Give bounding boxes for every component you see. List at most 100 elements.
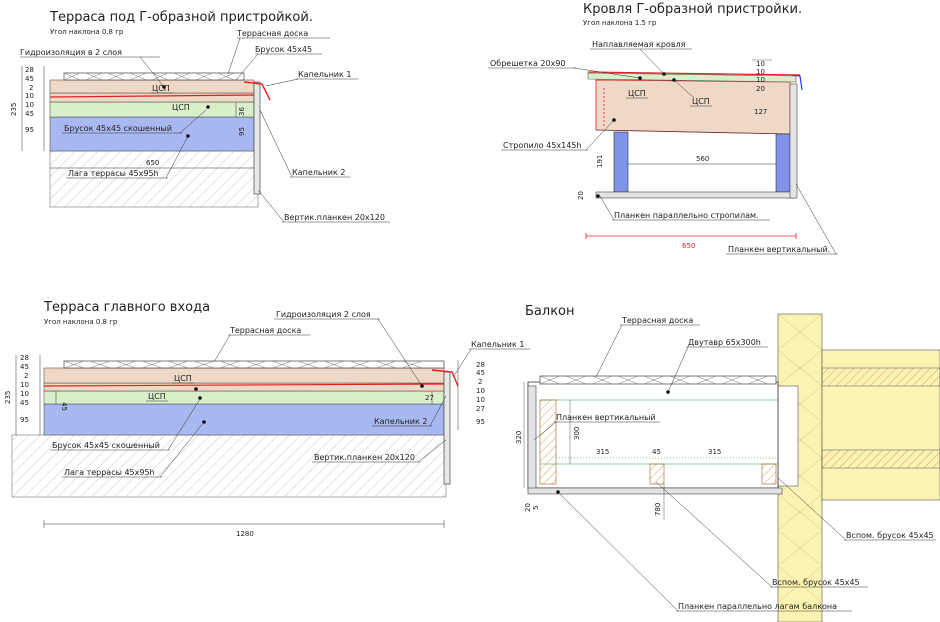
- sec1-bar-label: Брусок 45х45: [255, 45, 312, 54]
- sec4-bottom-plank: [527, 487, 783, 495]
- sec1-dim-36: 36: [238, 107, 246, 116]
- sec1-joist-layer: [49, 116, 255, 152]
- sec2-lath-leader: [573, 67, 641, 79]
- sec3-vertical-plank: [443, 371, 451, 485]
- sec3-bar-layer: [43, 367, 445, 384]
- sec1-dim-45b: 45: [25, 110, 34, 118]
- sec2-rafter-bottom: [595, 129, 791, 135]
- sec2-lath-label: Обрешетка 20х90: [490, 59, 566, 68]
- sec3-hydro-dot: [420, 384, 424, 388]
- sec3-dim-r27: 27: [476, 405, 485, 413]
- sec1-dim-10a: 10: [25, 92, 34, 100]
- sec4-ibeam-dot: [666, 390, 670, 394]
- sec1-hydro-dot: [162, 85, 166, 89]
- sec3-dim-45b: 45: [20, 399, 29, 407]
- sec2-dim-20: 20: [756, 85, 765, 93]
- section-main-entrance-terrace: Терраса главного входа Угол наклона 0.8 …: [4, 300, 530, 538]
- sec2-dim-650: 650: [682, 242, 695, 250]
- sec3-deck-label: Террасная доска: [229, 326, 301, 335]
- sec4-right-bar: [761, 463, 777, 485]
- sec4-deck-leader: [595, 324, 623, 378]
- sec3-dim-2: 2: [24, 372, 28, 380]
- sec1-plank-leader: [257, 189, 285, 223]
- sec1-dim-2: 2: [29, 84, 33, 92]
- sec1-deck-label: Террасная доска: [236, 29, 308, 38]
- sec3-deck-leader: [213, 334, 231, 363]
- sec2-plank-bottom: [595, 191, 797, 199]
- sec3-joist-label: Лага террасы 45х95h: [64, 468, 155, 477]
- sec3-joist-dot: [202, 420, 206, 424]
- sec4-dim-315b: 315: [708, 448, 721, 456]
- sec2-title: Кровля Г-образной пристройки.: [583, 2, 802, 17]
- sec2-csp-2: ЦСП: [692, 97, 710, 106]
- sec2-dim-560: 560: [696, 155, 709, 163]
- sec1-dim-95r: 95: [238, 127, 246, 136]
- sec1-dim-28: 28: [25, 66, 34, 74]
- sec3-plank-leader: [417, 439, 447, 463]
- sec3-dim-1280-ticks: [43, 520, 445, 528]
- sec3-bevel-dot: [198, 396, 202, 400]
- sec3-dim-27: 27: [425, 394, 434, 402]
- sec3-dim-235: 235: [4, 391, 12, 404]
- sec1-dim-45: 45: [25, 75, 34, 83]
- sec2-post-left: [613, 131, 629, 193]
- sec1-ground: [49, 150, 259, 208]
- sec2-plank-par-leader: [599, 195, 615, 221]
- sec2-plank-par-dot: [596, 194, 600, 198]
- sec4-deck-crosses: [539, 375, 769, 385]
- sec2-slope: Угол наклона 1.5 гр: [583, 19, 657, 27]
- sec1-csp-1: ЦСП: [152, 84, 170, 93]
- sec3-deck-crosses: [63, 360, 423, 369]
- sec4-wall-pattern: [777, 313, 823, 603]
- sec2-dim-20b: 20: [577, 191, 585, 200]
- sec1-csp-2: ЦСП: [172, 103, 190, 112]
- sec1-hydro-leader: [139, 56, 165, 88]
- sec3-deck-boards: [63, 360, 445, 369]
- sec1-drip1-label: Капельник 1: [298, 70, 351, 79]
- sec1-drip2-label: Капельник 2: [292, 168, 345, 177]
- sec3-drip-1: [431, 369, 459, 387]
- sec3-dim-45: 45: [20, 363, 29, 371]
- sec3-drip1-leader: [453, 348, 472, 377]
- sec1-title: Терраса под Г-образной пристройкой.: [49, 10, 313, 25]
- sec2-drip: [791, 74, 803, 91]
- sec2-dim-10a: 10: [756, 60, 765, 68]
- sec4-mid-bar: [649, 463, 665, 485]
- sec2-dim-650-ticks: [585, 233, 797, 239]
- sec4-left-beam: [539, 399, 557, 485]
- sec4-dim-45: 45: [652, 448, 661, 456]
- sec3-dim-28: 28: [20, 354, 29, 362]
- sec1-slope: Угол наклона 0.8 гр: [50, 28, 124, 36]
- sec2-dim-10c: 10: [756, 76, 765, 84]
- sec2-lath-dot: [638, 76, 642, 80]
- sec3-ground: [11, 434, 447, 498]
- sec1-drip2-leader: [259, 109, 293, 178]
- sec4-ibeam-end: [777, 385, 799, 487]
- sec1-joist-dot: [186, 134, 190, 138]
- sec4-ibeam-label: Двутавр 65х300h: [688, 338, 761, 347]
- sec1-deck-leader: [227, 37, 241, 75]
- sec3-dim-r95: 95: [476, 418, 485, 426]
- sec4-dim-20: 20: [524, 503, 532, 512]
- sec4-dim-5: 5: [532, 506, 540, 510]
- sec4-dim-315a: 315: [596, 448, 609, 456]
- sec3-drip2-label: Капельник 2: [374, 417, 427, 426]
- sec2-dim-127: 127: [754, 108, 767, 116]
- sec3-dim-r10a: 10: [476, 387, 485, 395]
- sec1-vertical-plank: [253, 81, 261, 195]
- sec3-plank-label: Вертик.планкен 20х120: [314, 453, 415, 462]
- sec2-dim-191: 191: [596, 155, 604, 168]
- sec1-bar-leader: [235, 53, 259, 81]
- sec1-joist-label: Лага террасы 45х95h: [68, 169, 159, 178]
- sec3-bevel-layer: [43, 390, 445, 405]
- sec2-plank-vert-leader: [795, 183, 837, 255]
- sec3-drip2-leader: [429, 395, 447, 427]
- section-terrace-annex: Терраса под Г-образной пристройкой. Угол…: [10, 10, 390, 223]
- sec2-roofing-dot: [662, 72, 666, 76]
- sec2-csp2-leader: [673, 79, 695, 99]
- sec4-ibeam-leader: [667, 346, 689, 393]
- sec3-dim-1280: 1280: [236, 530, 254, 538]
- sec3-csp-dot: [194, 387, 198, 391]
- sec1-plank-label: Вертик.планкен 20х120: [284, 213, 385, 222]
- sec3-title: Терраса главного входа: [43, 300, 210, 315]
